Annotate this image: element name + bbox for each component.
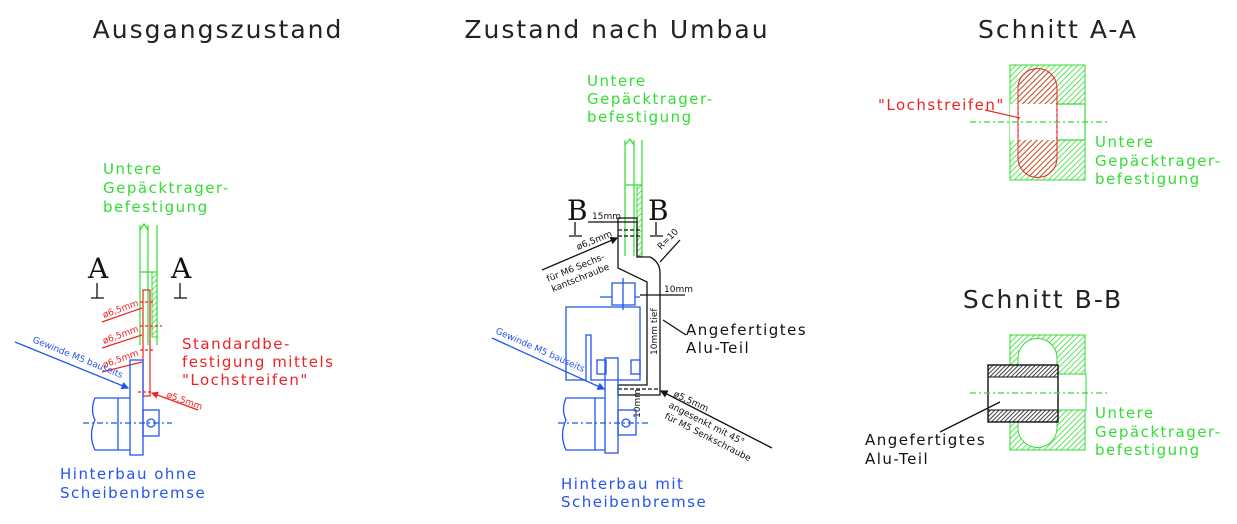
standard-label-line3: "Lochstreifen" [182,371,309,389]
thread-leader-left [14,341,130,390]
part-label-line1b: Alu-Teil [686,339,750,357]
section-b-b: Angefertigtes Alu-Teil Untere Gepäcktrag… [865,334,1222,468]
section-mark-a-right: A [170,252,192,285]
dim-depth: 10mm tief [650,308,660,355]
dim-hole-2: ø6,5mm [102,325,141,347]
carrier-label-line1: Untere [1095,133,1155,151]
hub [90,397,130,451]
alu-part-hatch-top [987,364,1059,378]
carrier-label-line3: befestigung [1095,441,1201,459]
carrier-label-line2: Gepäcktrager- [1095,152,1222,170]
section-a-a: "Lochstreifen" Untere Gepäcktrager- befe… [878,64,1222,188]
middle-view: Untere Gepäcktrager- befestigung B B 15m… [491,72,807,511]
section-arrows-a [91,283,187,299]
left-view: Untere Gepäcktrager- befestigung A A ø6,… [14,160,334,502]
gap-b [1056,373,1087,411]
brake-caliper [565,306,641,381]
part-label-line2: Alu-Teil [865,450,929,468]
part-label-line1: Angefertigtes [686,321,807,339]
carrier-hatch [636,184,643,257]
dropout-plate [129,359,144,456]
carrier-hatch [151,271,158,338]
alu-part-holes [618,229,660,390]
hub [561,397,605,451]
alu-part-hatch-bottom [987,409,1059,423]
title-ausgangszustand: Ausgangszustand [93,15,344,44]
title-zustand-nach-umbau: Zustand nach Umbau [464,15,769,44]
dim-hole-1: ø6,5mm [102,299,141,321]
leader-part [662,319,687,336]
caliper-bolt-right [630,359,641,375]
leader-hole-top [541,236,619,271]
dim-10mm: 10mm [664,285,693,295]
dropout-plate [604,357,619,454]
carrier-label-line3: befestigung [1095,170,1201,188]
part-leader-b [939,401,1001,433]
title-schnitt-b-b: Schnitt B-B [963,285,1123,314]
lochstreifen-label: "Lochstreifen" [878,96,1005,114]
caliper-bolt-left [596,359,607,375]
dim-leaders-left [101,307,199,411]
standard-label-line2: festigung mittels [182,353,334,371]
carrier-label-line3: befestigung [103,198,209,216]
frame-label-line2: Scheibenbremse [561,493,707,511]
leader-hole-bottom [659,390,773,449]
dim-10mm-bottom: 10mm [633,389,643,418]
carrier-label-line2: Gepäcktrager- [103,179,230,197]
section-mark-a-left: A [87,252,109,285]
thread-leader-middle [491,337,606,390]
carrier-label-line2: Gepäcktrager- [1095,423,1222,441]
title-schnitt-a-a: Schnitt A-A [978,15,1138,44]
section-mark-b-left: B [567,194,588,227]
caliper-nut [600,278,640,310]
carrier-label-line1: Untere [1095,404,1155,422]
dim-15mm: 15mm [592,212,621,222]
thread-label-middle: Gewinde M5 bauseits [494,327,586,375]
dim-radius: R=10 [656,227,681,252]
carrier-label-line1: Untere [587,72,647,90]
lochstreifen-leader [984,109,1021,119]
carrier-label-line1: Untere [103,160,163,178]
alu-part-outline [617,217,661,396]
standard-label-line1: Standardbe- [182,335,291,353]
section-mark-b-right: B [648,194,669,227]
frame-label-line2: Scheibenbremse [60,484,206,502]
carrier-label-line2: Gepäcktrager- [587,90,714,108]
frame-label-line1: Hinterbau ohne [60,465,198,483]
leader-radius [659,239,681,263]
dim-hole-4: ø5,5mm [165,390,204,412]
frame-label-line1: Hinterbau mit [561,475,684,493]
strip-holes [138,301,162,393]
part-label-line1: Angefertigtes [865,431,986,449]
lochstreifen-strip [142,289,151,397]
carrier-label-line3: befestigung [587,108,693,126]
section-arrows-b [569,222,663,237]
